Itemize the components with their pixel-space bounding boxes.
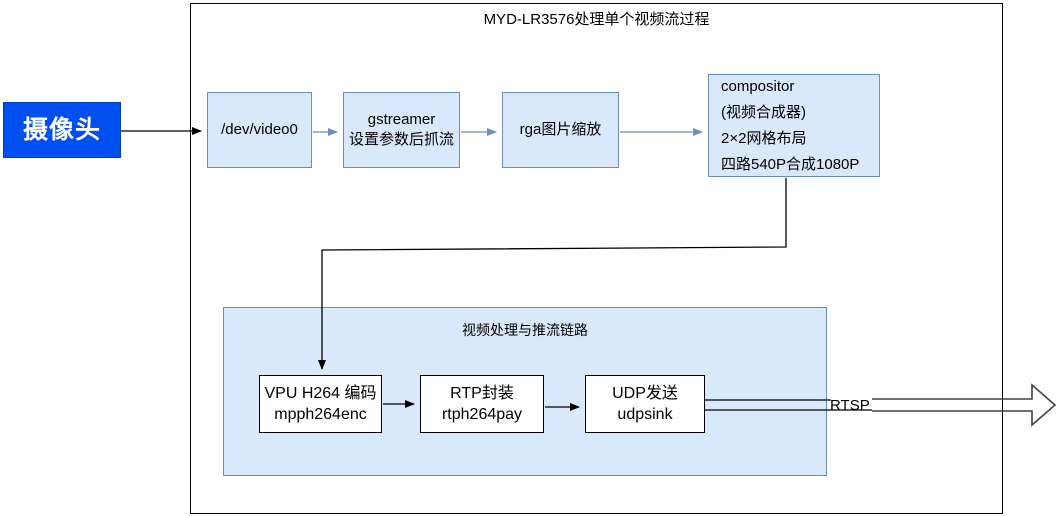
node-camera-label: 摄像头 xyxy=(22,116,101,144)
node-dev-video0: /dev/video0 xyxy=(207,92,312,168)
node-compositor-line3: 2×2网格布局 xyxy=(721,129,807,147)
group-stream-pipeline-label: 视频处理与推流链路 xyxy=(462,322,588,338)
node-udp-sink-line1: UDP发送 xyxy=(612,385,678,402)
node-vpu-encoder-line1: VPU H264 编码 xyxy=(264,385,377,402)
node-vpu-encoder-line2: mpph264enc xyxy=(274,406,367,423)
node-compositor: compositor (视频合成器) 2×2网格布局 四路540P合成1080P xyxy=(708,74,880,177)
node-rtp-payload-line2: rtph264pay xyxy=(441,406,523,423)
node-udp-sink: UDP发送 udpsink xyxy=(585,375,705,433)
outer-frame xyxy=(190,3,1003,514)
node-compositor-line4: 四路540P合成1080P xyxy=(721,155,860,173)
node-dev-video0-label: /dev/video0 xyxy=(221,121,298,138)
node-vpu-encoder: VPU H264 编码 mpph264enc xyxy=(259,375,382,433)
node-gstreamer-line2: 设置参数后抓流 xyxy=(348,131,454,148)
node-gstreamer-line1: gstreamer xyxy=(367,111,436,128)
node-rtp-payload-line1: RTP封装 xyxy=(450,385,514,402)
rtsp-output-label: RTSP xyxy=(830,397,870,414)
node-rga-scale-label: rga图片缩放 xyxy=(519,121,602,138)
node-compositor-line2: (视频合成器) xyxy=(721,103,806,121)
node-gstreamer: gstreamer 设置参数后抓流 xyxy=(343,92,460,168)
diagram-title: MYD-LR3576处理单个视频流过程 xyxy=(483,11,710,28)
node-compositor-line1: compositor xyxy=(721,77,795,95)
node-rtp-payload: RTP封装 rtph264pay xyxy=(420,375,544,433)
node-rga-scale: rga图片缩放 xyxy=(502,92,619,168)
node-camera: 摄像头 xyxy=(3,102,121,158)
node-udp-sink-line2: udpsink xyxy=(617,406,673,423)
